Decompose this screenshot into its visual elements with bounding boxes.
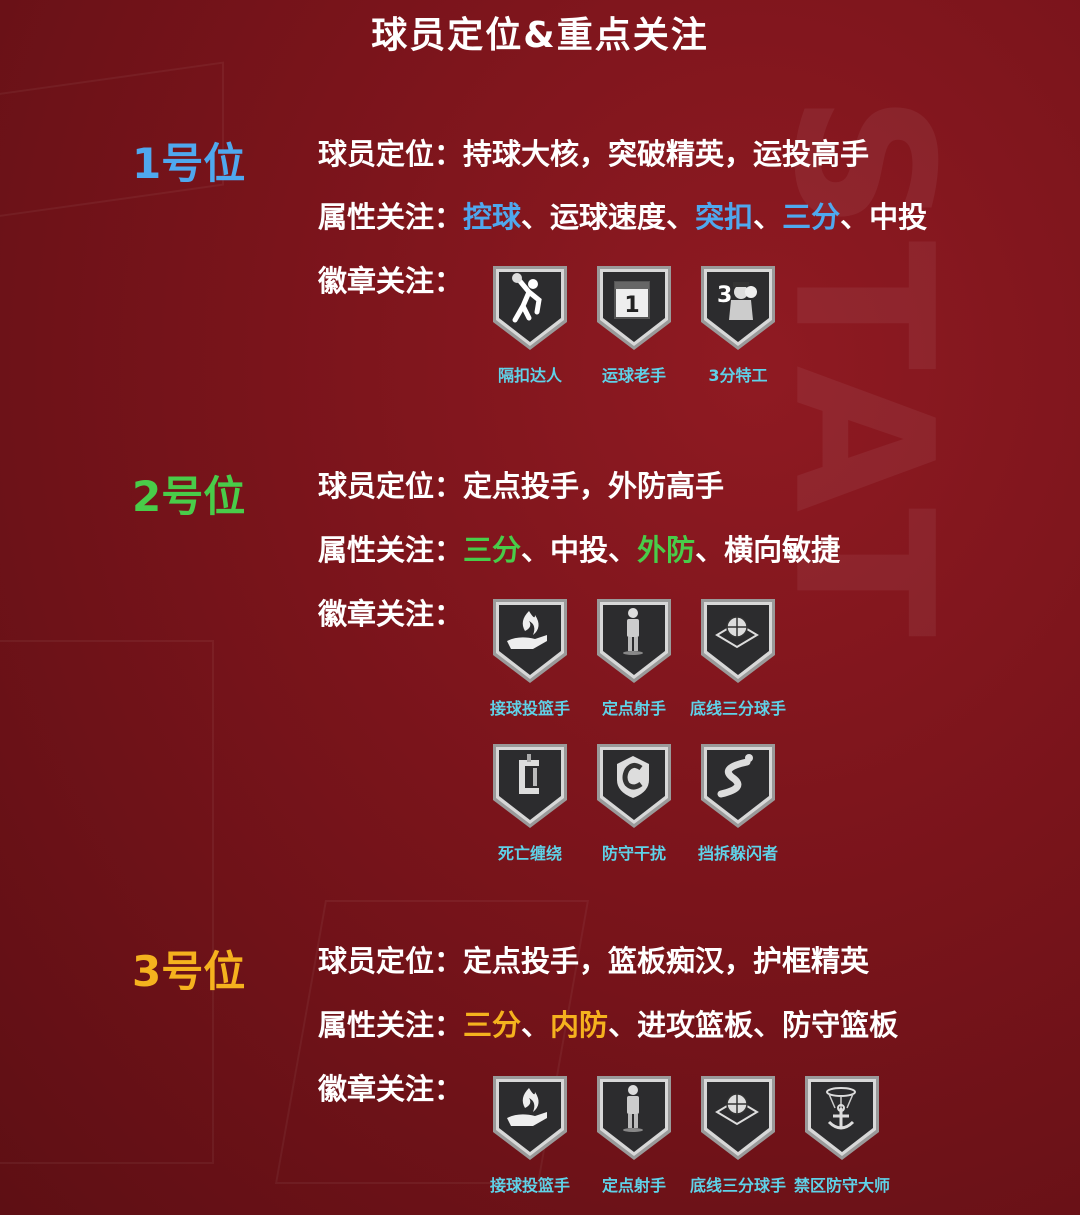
badge-item: 接球投篮手	[478, 595, 582, 719]
badge-item: 底线三分球手	[686, 595, 790, 719]
positioning-key: 球员定位：	[318, 469, 464, 503]
badge-item: 挡拆躲闪者	[686, 740, 790, 864]
attributes-key: 属性关注：	[318, 1008, 464, 1042]
position-3-attributes: 属性关注：三分、内防、进攻篮板、防守篮板	[318, 1002, 898, 1044]
badge-label: 底线三分球手	[689, 1176, 786, 1195]
attributes-list: 三分、中投、外防、横向敏捷	[463, 533, 840, 567]
badge-label: 底线三分球手	[689, 699, 786, 718]
badge-item: 底线三分球手	[686, 1072, 790, 1196]
page-title: 球员定位&重点关注	[371, 15, 709, 56]
agent-three-icon: 3	[697, 262, 779, 358]
positioning-value: 定点投手，篮板痴汉，护框精英	[463, 944, 870, 978]
badge-item: 1 运球老手	[582, 262, 686, 386]
badge-label: 定点射手	[601, 1176, 666, 1195]
attributes-list: 三分、内防、进攻篮板、防守篮板	[463, 1008, 898, 1042]
attribute-text: 、	[666, 200, 696, 234]
fire-hand-icon	[489, 595, 571, 691]
position-1-label: 1号位	[132, 139, 246, 188]
badge-item: 3 3分特工	[686, 262, 790, 386]
attribute-highlight: 突扣	[695, 200, 754, 234]
badge-item: 定点射手	[582, 595, 686, 719]
position-2-badges-row-2: 死亡缠绕 防守干扰 挡拆躲闪者	[478, 740, 790, 864]
attribute-highlight: 三分	[463, 533, 522, 567]
shield-c-icon	[593, 740, 675, 836]
positioning-key: 球员定位：	[318, 944, 464, 978]
attribute-text: 、	[521, 533, 551, 567]
attribute-text: 运球速度	[550, 200, 667, 234]
svg-text:3: 3	[717, 283, 732, 308]
position-3-badges-key: 徽章关注：	[318, 1072, 464, 1106]
position-2-badges-row-1: 接球投篮手 定点射手 底线三分球手	[478, 595, 790, 719]
attribute-text: 、	[521, 200, 551, 234]
attribute-text: 、	[521, 1008, 551, 1042]
svg-text:1: 1	[624, 293, 639, 318]
dunk-player-icon	[489, 262, 571, 358]
position-2-label: 2号位	[132, 472, 246, 521]
position-2-positioning: 球员定位：定点投手，外防高手	[318, 463, 724, 505]
attribute-highlight: 控球	[463, 200, 522, 234]
attributes-list: 控球、运球速度、突扣、三分、中投	[463, 200, 927, 234]
attribute-text: 、	[695, 533, 725, 567]
badge-item: 定点射手	[582, 1072, 686, 1196]
corner-ball-icon	[697, 1072, 779, 1168]
badge-label: 禁区防守大师	[793, 1176, 890, 1195]
badge-item: 死亡缠绕	[478, 740, 582, 864]
badge-item: 隔扣达人	[478, 262, 582, 386]
positioning-value: 定点投手，外防高手	[463, 469, 725, 503]
badge-label: 3分特工	[708, 366, 768, 385]
positioning-value: 持球大核，突破精英，运投高手	[463, 137, 870, 171]
position-1-badges-key: 徽章关注：	[318, 264, 464, 298]
attribute-text: 进攻篮板	[637, 1008, 754, 1042]
positioning-key: 球员定位：	[318, 137, 464, 171]
badge-label: 挡拆躲闪者	[697, 844, 778, 863]
corner-ball-icon	[697, 595, 779, 691]
clamp-icon	[489, 740, 571, 836]
badge-label: 防守干扰	[601, 844, 666, 863]
attribute-text: 、	[608, 533, 638, 567]
attribute-text: 中投	[550, 533, 609, 567]
position-2-badges-key: 徽章关注：	[318, 597, 464, 631]
calendar-one-icon: 1	[593, 262, 675, 358]
anchor-hoop-icon	[801, 1072, 883, 1168]
attribute-highlight: 内防	[550, 1008, 609, 1042]
badge-label: 死亡缠绕	[497, 844, 562, 863]
winding-road-icon	[697, 740, 779, 836]
badge-label: 定点射手	[601, 699, 666, 718]
position-1-badges: 隔扣达人 1 运球老手 3 3分特工	[478, 262, 790, 386]
badge-item: 防守干扰	[582, 740, 686, 864]
badge-label: 接球投篮手	[489, 1176, 570, 1195]
attribute-highlight: 外防	[637, 533, 696, 567]
attribute-text: 中投	[869, 200, 928, 234]
badge-label: 接球投篮手	[489, 699, 570, 718]
attribute-text: 横向敏捷	[724, 533, 841, 567]
attribute-highlight: 三分	[463, 1008, 522, 1042]
attributes-key: 属性关注：	[318, 533, 464, 567]
attribute-text: 、	[608, 1008, 638, 1042]
position-2-attributes: 属性关注：三分、中投、外防、横向敏捷	[318, 527, 840, 569]
attributes-key: 属性关注：	[318, 200, 464, 234]
attribute-text: 、	[753, 1008, 783, 1042]
attribute-text: 防守篮板	[782, 1008, 899, 1042]
attribute-text: 、	[840, 200, 870, 234]
standing-player-icon	[593, 1072, 675, 1168]
standing-player-icon	[593, 595, 675, 691]
fire-hand-icon	[489, 1072, 571, 1168]
badge-label: 运球老手	[601, 366, 666, 385]
badge-item: 接球投篮手	[478, 1072, 582, 1196]
position-1-attributes: 属性关注：控球、运球速度、突扣、三分、中投	[318, 194, 927, 236]
position-1-positioning: 球员定位：持球大核，突破精英，运投高手	[318, 131, 869, 173]
attribute-text: 、	[753, 200, 783, 234]
position-3-label: 3号位	[132, 947, 246, 996]
badge-label: 隔扣达人	[497, 366, 562, 385]
badge-item: 禁区防守大师	[790, 1072, 894, 1196]
position-3-positioning: 球员定位：定点投手，篮板痴汉，护框精英	[318, 938, 869, 980]
attribute-highlight: 三分	[782, 200, 841, 234]
position-3-badges: 接球投篮手 定点射手 底线三分球手禁区防守大师	[478, 1072, 894, 1196]
